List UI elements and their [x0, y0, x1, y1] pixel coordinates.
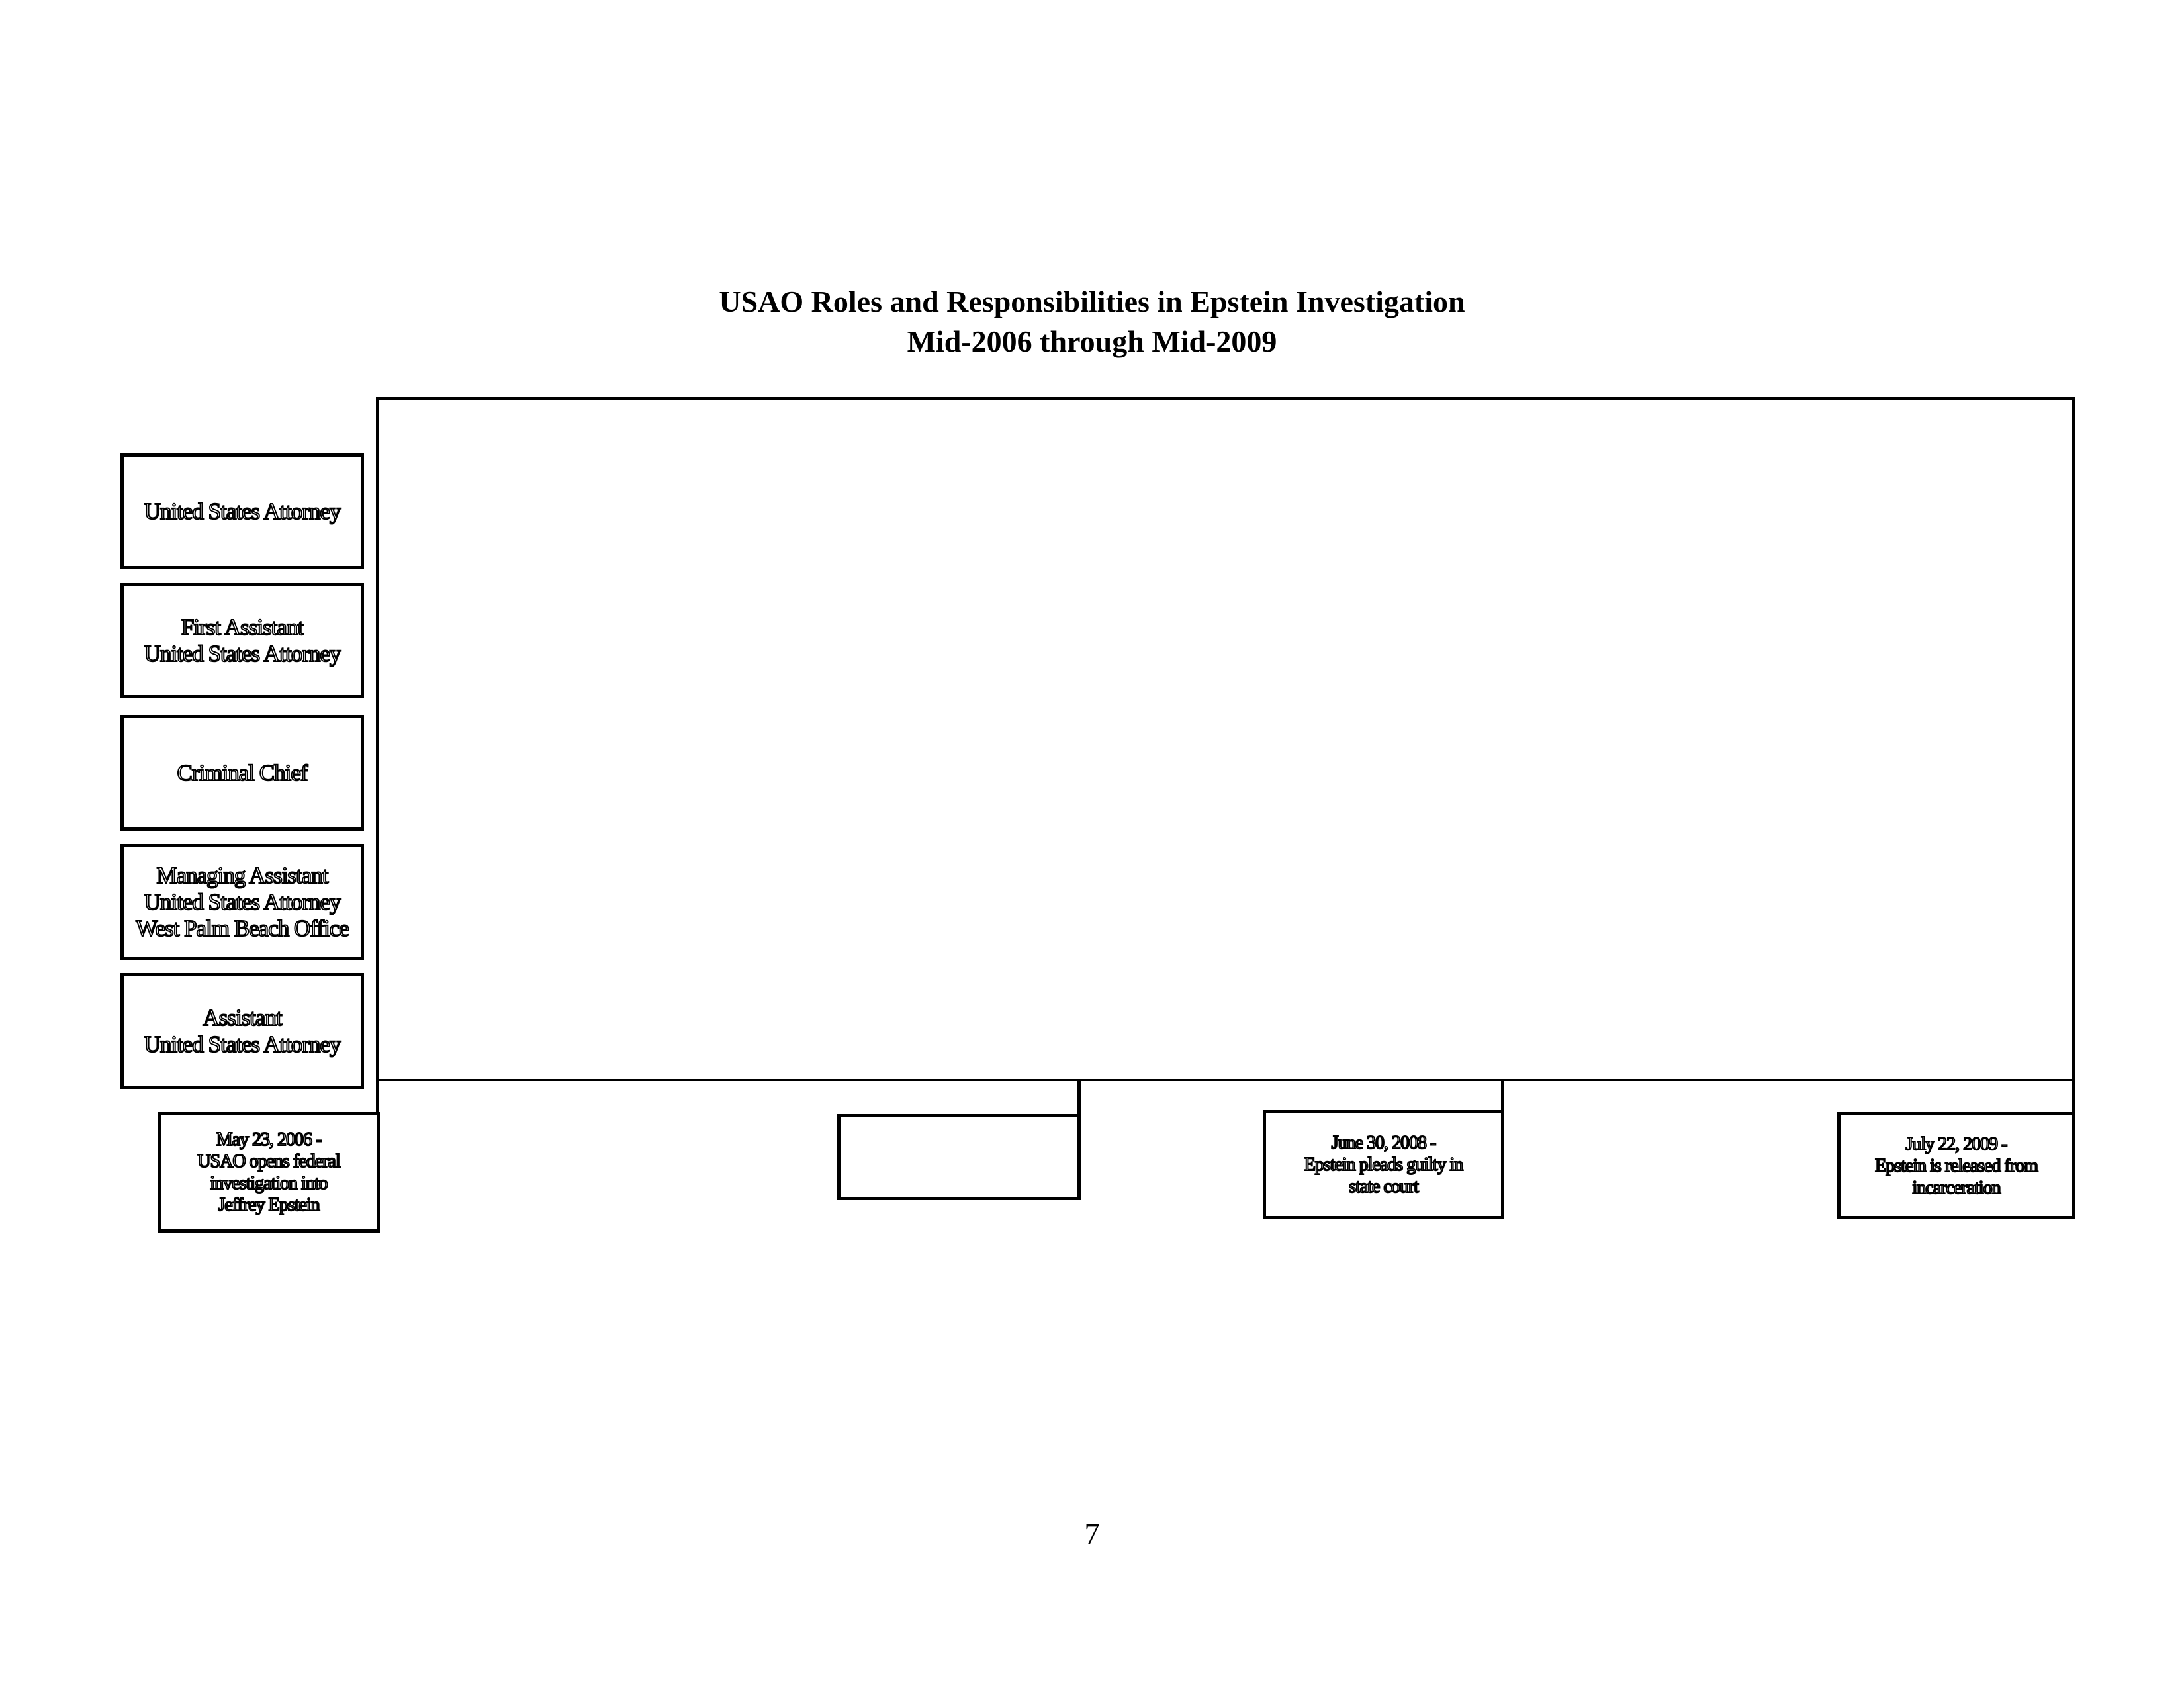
event-label-line: July 22, 2009 - [1905, 1133, 2009, 1155]
event-connector [2072, 1081, 2075, 1114]
event-connector [376, 1081, 379, 1114]
page-number: 7 [1084, 1517, 1100, 1551]
role-united-states-attorney: United States Attorney [120, 453, 364, 569]
event-usao-opens-investigation: May 23, 2006 - USAO opens federal invest… [158, 1112, 380, 1233]
event-label-line: June 30, 2008 - [1331, 1132, 1437, 1154]
role-assistant-us-attorney: Assistant United States Attorney [120, 973, 364, 1089]
event-label-line: Epstein is released from [1874, 1155, 2039, 1177]
event-blank [837, 1114, 1081, 1200]
role-label-line: Assistant [202, 1004, 283, 1031]
diagram-subtitle: Mid-2006 through Mid-2009 [907, 324, 1277, 358]
role-label-line: West Palm Beach Office [135, 915, 350, 942]
event-label-line: incarceration [1911, 1177, 2001, 1199]
event-connector [1501, 1081, 1504, 1114]
event-label-line: state court [1348, 1176, 1420, 1197]
diagram-title: USAO Roles and Responsibilities in Epste… [719, 285, 1465, 318]
role-label-line: United States Attorney [144, 498, 342, 525]
event-label-line: investigation into [209, 1172, 328, 1194]
role-label-line: First Assistant [181, 614, 304, 641]
role-label-line: United States Attorney [144, 1031, 342, 1058]
timeline-chart-area [376, 397, 2075, 1081]
role-criminal-chief: Criminal Chief [120, 715, 364, 831]
role-label-line: United States Attorney [144, 888, 342, 915]
role-managing-assistant: Managing Assistant United States Attorne… [120, 844, 364, 960]
role-first-assistant: First Assistant United States Attorney [120, 583, 364, 698]
event-epstein-pleads-guilty: June 30, 2008 - Epstein pleads guilty in… [1263, 1110, 1504, 1219]
event-label-line: Jeffrey Epstein [217, 1194, 320, 1216]
role-label-line: United States Attorney [144, 640, 342, 667]
role-label-line: Criminal Chief [177, 759, 309, 786]
event-epstein-released: July 22, 2009 - Epstein is released from… [1837, 1112, 2075, 1219]
event-connector [1077, 1081, 1081, 1117]
event-label-line: May 23, 2006 - [216, 1129, 323, 1150]
role-label-line: Managing Assistant [156, 862, 329, 889]
event-label-line: USAO opens federal [197, 1150, 341, 1172]
event-label-line: Epstein pleads guilty in [1304, 1154, 1465, 1176]
